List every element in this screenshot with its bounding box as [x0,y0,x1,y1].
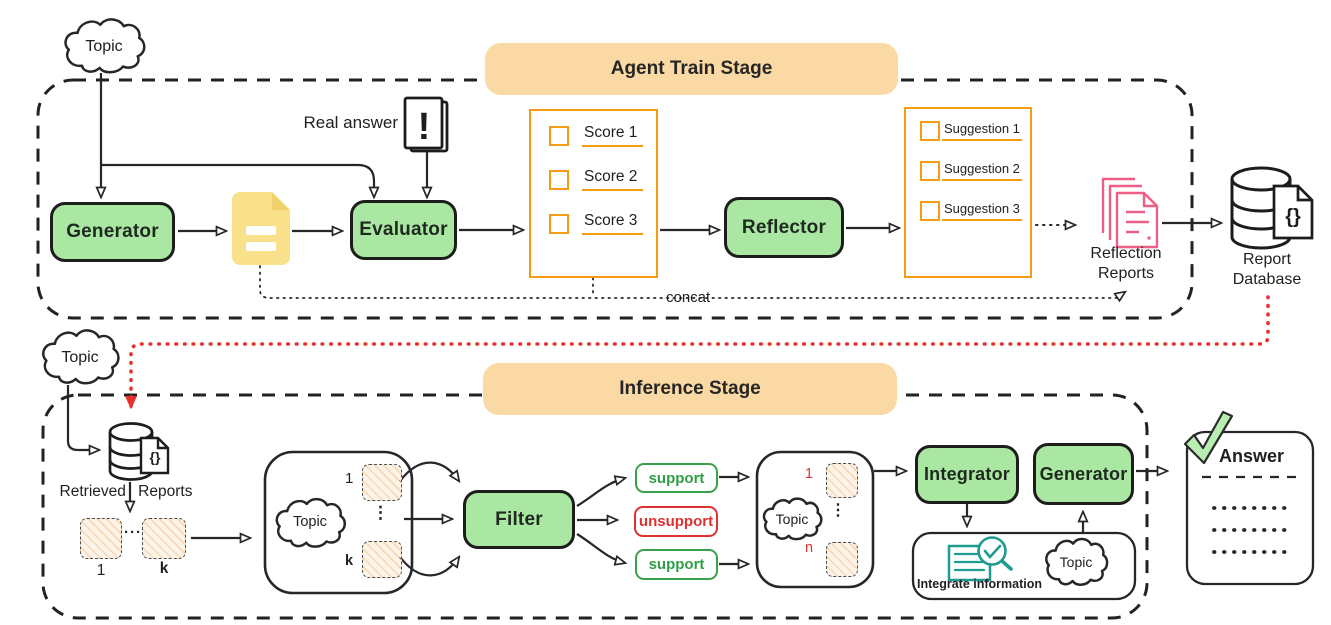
braces-glyph: {} [1285,206,1301,228]
topic-label-retrieved-set: Topic [293,514,327,530]
suggestion-checkbox-3 [920,201,940,221]
integrate-information-label: Integrate information [917,577,1043,591]
arrow-item1-to-filter [399,461,459,481]
suggestion-label-3: Suggestion 3 [942,201,1022,221]
retrieved-item-1-label: 1 [96,562,106,579]
set-item-k-label: k [345,553,354,569]
score-label-2: Score 2 [582,168,644,191]
suggestion-label-2: Suggestion 2 [942,161,1022,181]
supported-item-1-label: 1 [805,466,814,482]
exclamation-glyph: ! [418,106,431,148]
reflection-reports-icon [1101,177,1159,249]
diagram-arrows [66,73,1221,577]
support-top-label: support [648,469,705,487]
topic-label-train: Topic [85,38,123,55]
generator-module-train: Generator [50,202,175,262]
report-database-label: Report Database [1217,250,1317,291]
concat-dotted-line [259,265,1125,298]
support-pill-top: support [635,463,718,493]
support-bottom-label: support [648,556,705,573]
set-item-1 [362,464,402,501]
set-items-vdots: ⋮ [372,503,389,522]
score-checkbox-1 [549,125,569,146]
suggestion-checkbox-2 [920,161,940,181]
filter-label: Filter [495,508,543,530]
real-answer-label: Real answer [303,113,399,132]
integrator-module: Integrator [915,445,1019,504]
reflection-reports-label: Reflection Reports [1076,244,1176,285]
generator-module-inference: Generator [1033,443,1134,505]
report-db-line1: Report [1242,251,1292,268]
database-transfer-dotted-line [131,295,1270,407]
inference-stage-banner: Inference Stage [483,363,897,415]
supported-item-n-label: n [805,540,814,556]
integrate-information-icon [947,536,1013,582]
train-stage-banner: Agent Train Stage [485,43,898,95]
score-row-3: Score 3 [549,212,644,235]
unsupport-label: unsupport [638,513,714,530]
score-list: Score 1 Score 2 Score 3 [529,109,658,278]
retrieved-items-hdots: ··· [124,524,142,541]
train-stage-title: Agent Train Stage [610,58,773,79]
topic-label-supported-set: Topic [775,511,809,527]
suggestion-checkbox-1 [920,121,940,141]
supported-item-1 [826,463,858,498]
suggestion-row-2: Suggestion 2 [920,161,1022,181]
suggestion-row-3: Suggestion 3 [920,201,1022,221]
generator-inference-label: Generator [1039,463,1128,484]
unsupport-pill: unsupport [634,506,718,537]
set-item-k [362,541,402,578]
answer-label: Answer [1219,446,1285,466]
arrow-topic-to-retrieved-db [66,385,99,450]
supported-items-vdots: ⋮ [830,502,846,519]
suggestion-label-1: Suggestion 1 [942,121,1022,141]
real-answer-document-icon: ! [403,96,449,153]
draft-document-icon [232,192,290,265]
score-checkbox-3 [549,213,569,234]
report-database-icon: {} [1230,166,1314,250]
retrieved-report-item-1 [80,518,122,559]
braces-glyph-small: {} [150,449,161,465]
answer-card [1185,430,1315,586]
score-checkbox-2 [549,169,569,190]
arrow-filter-to-support-bottom [576,533,625,563]
retrieved-report-item-k [142,518,186,559]
reflection-line1: Reflection [1090,245,1162,262]
arrow-topic-to-evaluator [101,163,374,197]
reflector-label: Reflector [741,216,827,238]
answer-placeholder-dots [1212,506,1290,554]
score-label-3: Score 3 [582,212,644,235]
set-item-1-label: 1 [345,470,354,487]
retrieved-item-k-label: k [159,560,169,577]
topic-label-integrate-box: Topic [1059,554,1093,570]
reflector-module: Reflector [724,197,844,258]
score-row-2: Score 2 [549,168,644,191]
concat-label: concat [666,289,711,306]
arrow-itemk-to-filter [399,557,459,577]
retrieved-reports-label: Retrieved Reports [59,483,193,500]
generator-label: Generator [66,221,159,242]
score-label-1: Score 1 [582,124,644,147]
suggestion-list: Suggestion 1 Suggestion 2 Suggestion 3 [904,107,1032,278]
score-row-1: Score 1 [549,124,644,147]
report-db-line2: Database [1232,271,1302,289]
evaluator-label: Evaluator [359,219,448,240]
filter-module: Filter [463,490,575,549]
retrieved-database-icon: {} [108,422,170,481]
arrow-filter-to-support-top [576,478,625,507]
supported-item-n [826,542,858,577]
topic-label-inference: Topic [61,349,99,366]
support-pill-bottom: support [635,549,718,580]
answer-checkmark-icon [1183,410,1234,465]
reflection-line2: Reports [1097,265,1155,283]
suggestion-row-1: Suggestion 1 [920,121,1022,141]
integrator-label: Integrator [923,464,1010,484]
evaluator-module: Evaluator [350,200,457,260]
inference-stage-title: Inference Stage [619,378,761,399]
